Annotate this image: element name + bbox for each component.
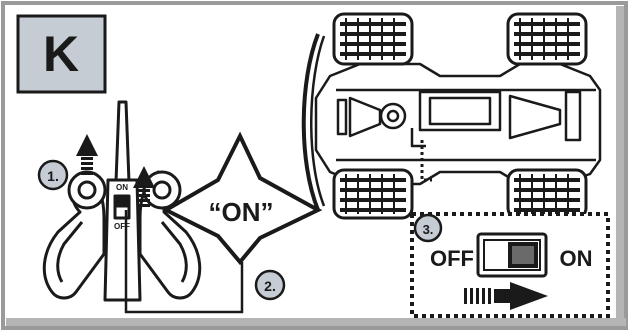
tire-front-left [334,14,412,64]
tire-front-right [334,170,412,218]
antenna-icon [116,102,129,182]
step-3-number: 3. [423,222,434,237]
step-2-badge: 2. [256,271,284,299]
panel-letter: K [43,26,79,82]
vehicle-power-switch [478,234,546,276]
step-1-number: 1. [47,168,59,184]
tire-rear-left [508,14,586,64]
step-1-badge: 1. [39,161,67,189]
transmitter-off-label: OFF [114,222,130,231]
vehicle-switch-off-label: OFF [430,246,474,271]
step-2-number: 2. [264,278,276,294]
vehicle-switch-on-label: ON [560,246,593,271]
tire-rear-right [508,170,586,218]
transmitter-on-label: ON [116,183,128,192]
step-3-badge: 3. [415,215,441,241]
callout-on-text: “ON” [209,197,274,227]
panel-letter-box: K [18,16,105,92]
